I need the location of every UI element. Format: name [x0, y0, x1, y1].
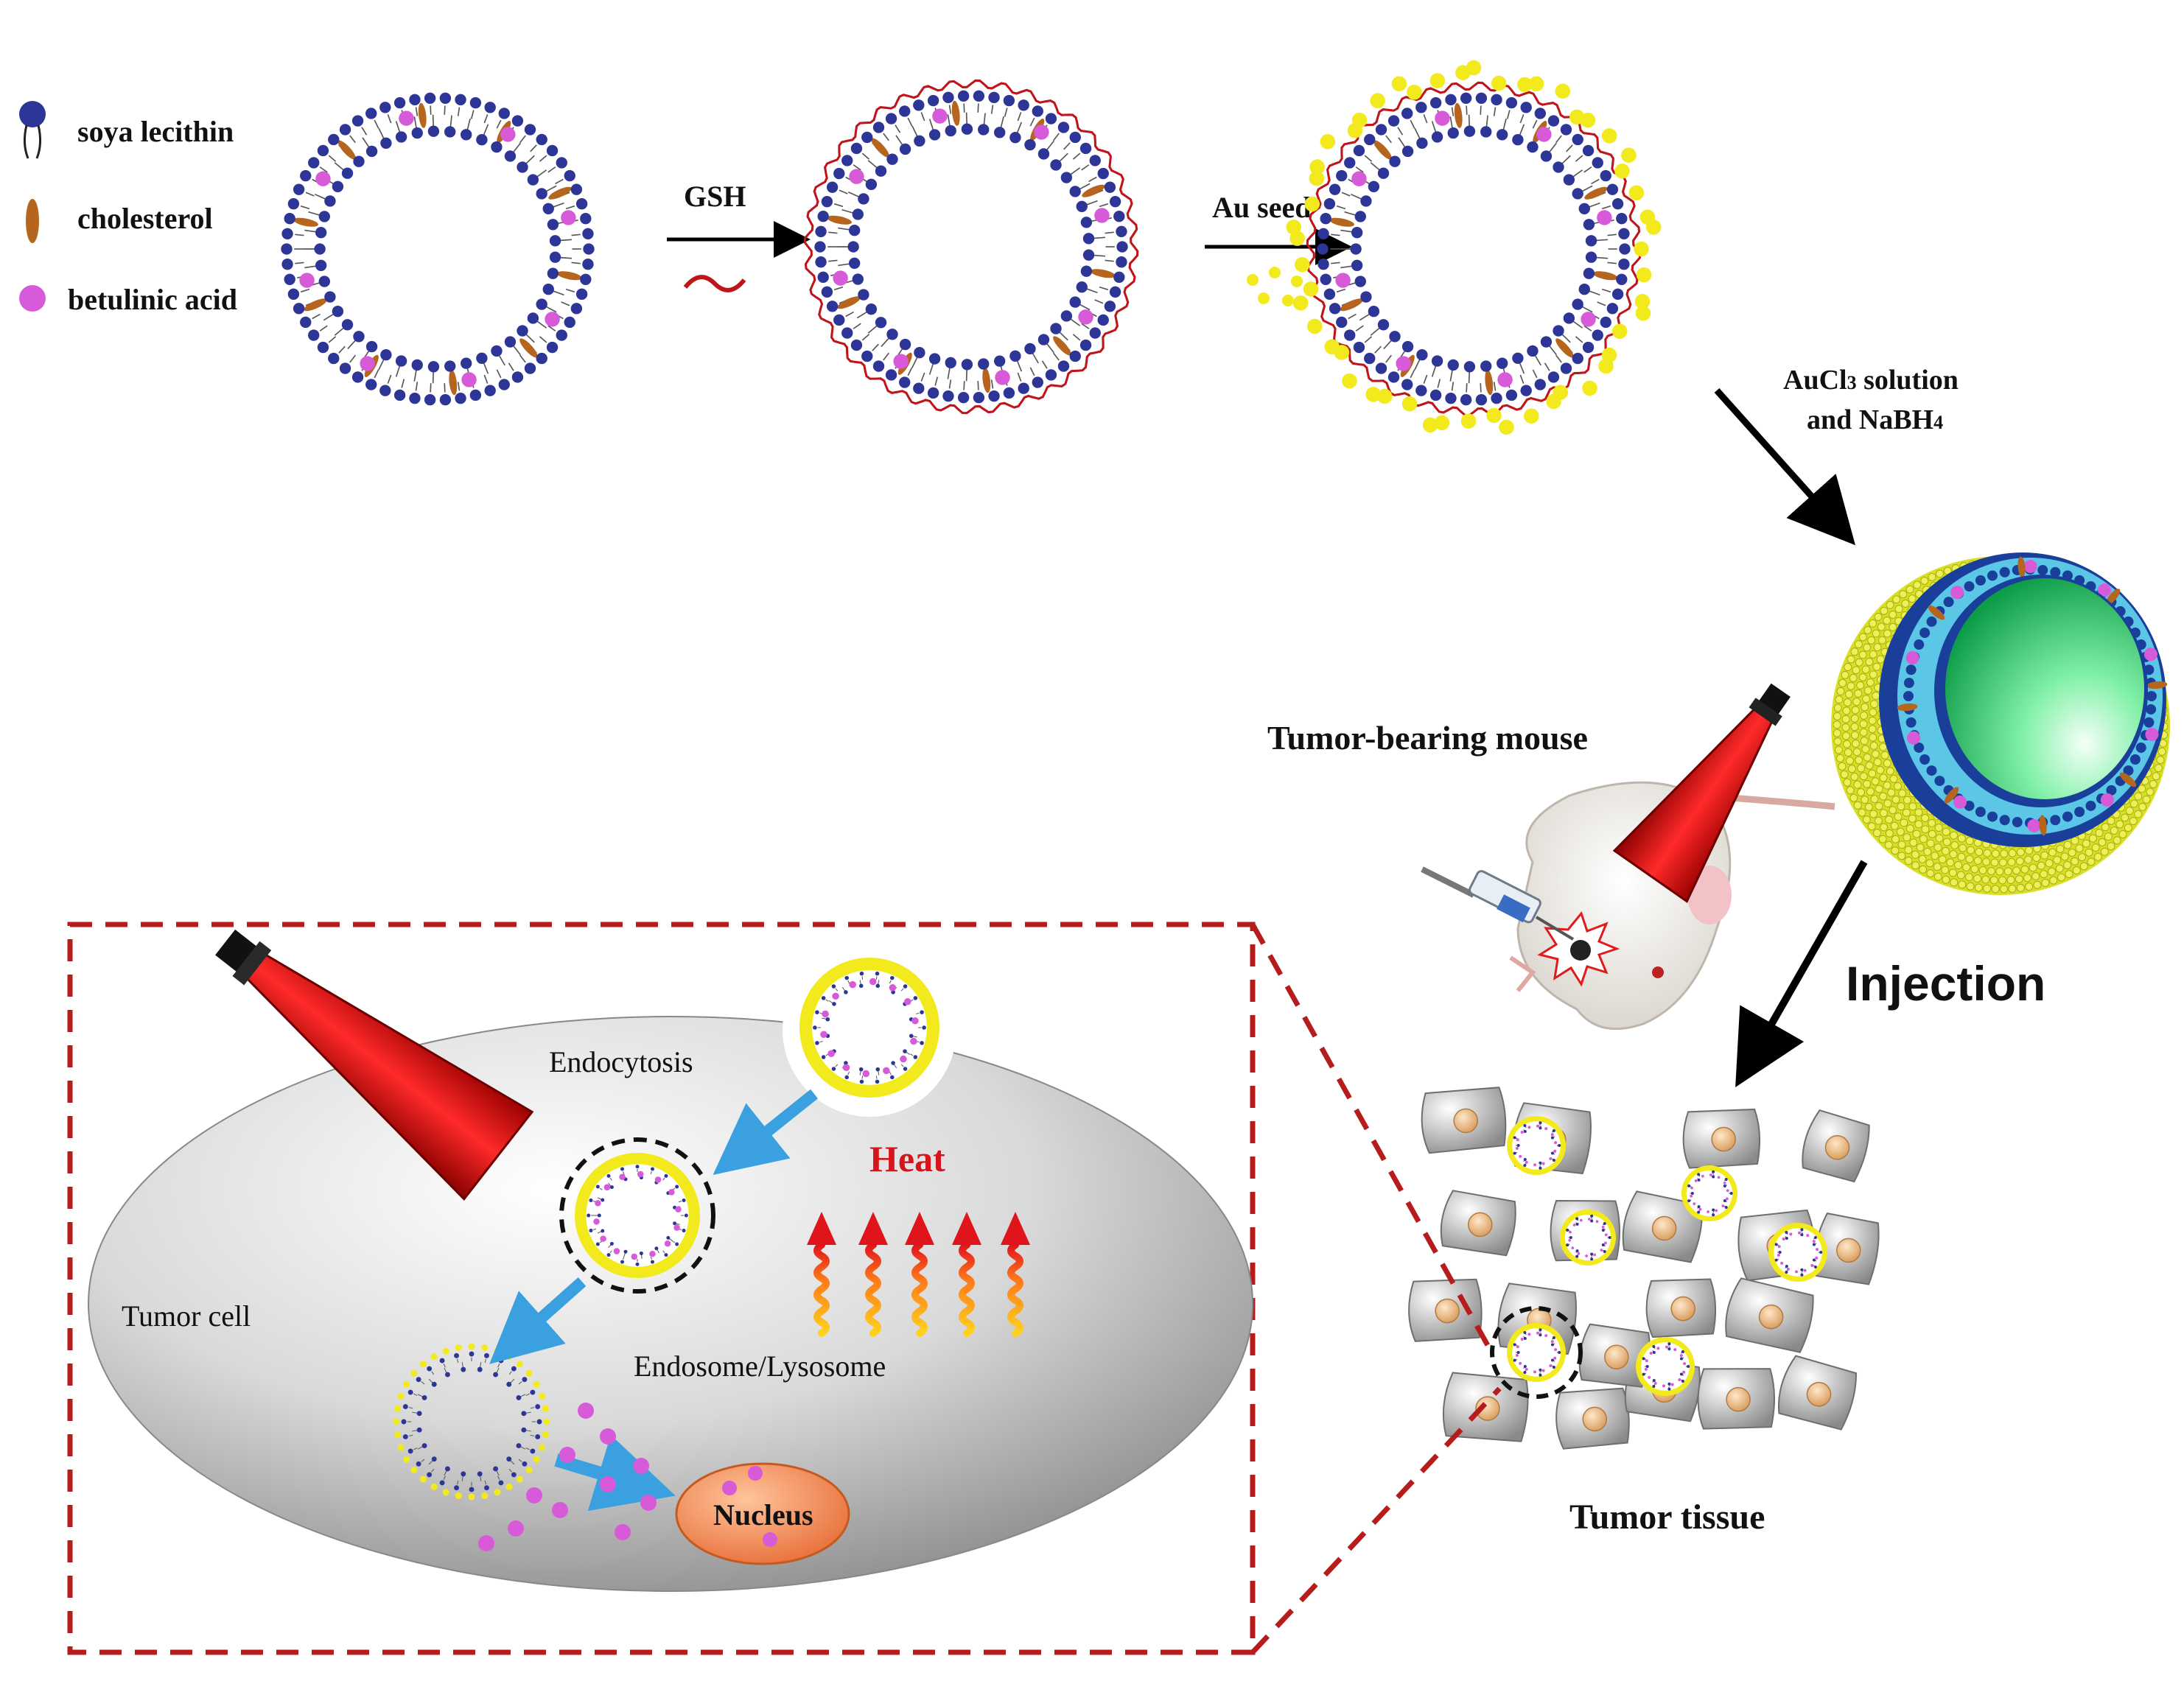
tumor-tissue: [1406, 1083, 1881, 1453]
tumor-tissue-label: Tumor tissue: [1569, 1498, 1765, 1537]
tissue-nanoparticle: [1560, 1210, 1616, 1266]
gsh-step: GSH: [667, 180, 799, 290]
tissue-nanoparticle: [1507, 1116, 1566, 1175]
legend: soya lecithin cholesterol betulinic acid: [19, 101, 237, 316]
endocytosis-label: Endocytosis: [549, 1045, 693, 1078]
drug-molecule: [478, 1535, 494, 1551]
drug-molecule: [615, 1524, 631, 1540]
drug-molecule: [578, 1403, 594, 1419]
tumor-cell-label: Tumor cell: [122, 1299, 251, 1333]
nucleus: Nucleus: [676, 1464, 849, 1564]
legend-label-soya-lecithin: soya lecithin: [77, 115, 234, 148]
lipid-molecule-icon: [19, 101, 46, 158]
tissue-nanoparticle: [1636, 1337, 1695, 1396]
mouse-label: Tumor-bearing mouse: [1267, 719, 1588, 757]
gsh-label: GSH: [684, 180, 746, 213]
gsh-chain-icon: [685, 277, 744, 290]
tumor-cell: Tumor cell Endocytosis Endosome/Lysosome…: [88, 899, 1253, 1591]
tissue-nanoparticle: [1507, 1323, 1566, 1382]
injection-label: Injection: [1846, 956, 2045, 1011]
heat-label: Heat: [869, 1138, 945, 1179]
nucleus-label: Nucleus: [713, 1498, 813, 1531]
tissue-cell: [1439, 1190, 1518, 1256]
aucl3-step: AuCl3 solution and NaBH4: [1717, 365, 1959, 530]
tumor-bearing-mouse: Tumor-bearing mouse: [1267, 664, 1835, 1028]
drug-molecule: [559, 1447, 575, 1463]
endosome-lysosome-label: Endosome/Lysosome: [634, 1350, 886, 1383]
drug-molecule: [552, 1502, 568, 1518]
drug-molecule: [508, 1520, 524, 1537]
tissue-cell: [1775, 1354, 1860, 1431]
tissue-nanoparticle: [1768, 1223, 1827, 1282]
legend-label-betulinic-acid: betulinic acid: [68, 283, 237, 316]
tumor-spot: [1570, 940, 1591, 961]
aucl3-label: AuCl3 solution: [1783, 365, 1959, 396]
betulinic-acid-dot-icon: [19, 285, 46, 312]
tissue-cell: [1553, 1383, 1633, 1452]
legend-label-cholesterol: cholesterol: [77, 202, 213, 235]
cholesterol-icon: [26, 199, 39, 243]
nabh4-label: and NaBH4: [1807, 404, 1943, 435]
drug-molecule: [640, 1495, 657, 1511]
endosome-nanoparticle: [575, 1153, 700, 1278]
incoming-nanoparticle: [799, 958, 939, 1098]
tissue-cell: [1799, 1109, 1872, 1183]
tissue-nanoparticle: [1681, 1165, 1737, 1221]
drug-molecule: [600, 1428, 616, 1445]
liposome-gsh-coated: [805, 80, 1137, 413]
tissue-cell: [1643, 1274, 1718, 1340]
tissue-cell: [1695, 1364, 1777, 1432]
liposome-au-seeded: [1287, 60, 1662, 435]
drug-molecule: [526, 1487, 542, 1503]
drug-molecule: [633, 1458, 649, 1474]
tissue-cell: [1418, 1083, 1510, 1157]
au-seed-label: Au seed: [1212, 191, 1311, 224]
drug-molecule: [600, 1476, 616, 1492]
mouse-eye: [1652, 966, 1664, 978]
tissue-cell: [1406, 1274, 1485, 1344]
liposome-plain: [281, 93, 594, 406]
gold-shell-hemisphere: [1831, 552, 2170, 895]
tissue-cell: [1723, 1277, 1816, 1353]
tissue-cell: [1680, 1105, 1763, 1171]
